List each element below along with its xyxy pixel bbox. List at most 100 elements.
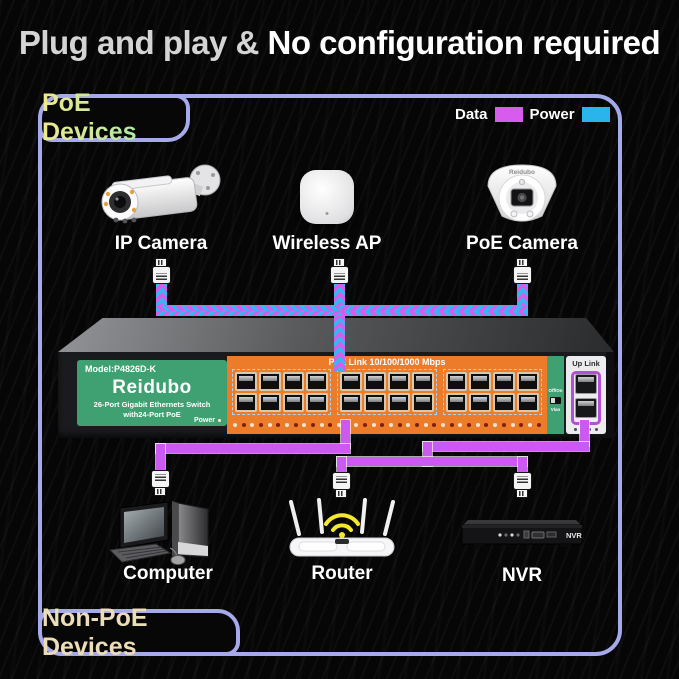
plug-body <box>150 470 170 488</box>
poe-devices-tab: PoE Devices <box>38 89 190 146</box>
port-led <box>536 423 541 427</box>
port-led <box>432 423 437 427</box>
rj45-port <box>258 393 281 412</box>
data-cable-uplink-run <box>423 442 589 451</box>
rj45-port <box>306 393 329 412</box>
poe-cable-ip-camera <box>156 284 167 312</box>
wireless-ap-label: Wireless AP <box>272 233 382 254</box>
legend-data-label: Data <box>455 106 488 123</box>
port-led <box>302 423 307 427</box>
vlan-toggle-panel: Off/On Vlan <box>547 356 564 434</box>
uplink-port-2 <box>575 398 597 418</box>
nvr-device-text: NVR <box>566 531 582 540</box>
wireless-ap-image <box>300 170 354 224</box>
port-led <box>501 423 506 427</box>
plug-body <box>151 266 171 284</box>
port-led <box>328 423 333 427</box>
router-label: Router <box>311 563 373 584</box>
port-led <box>415 423 420 427</box>
poe-cable-poe-camera <box>517 284 528 312</box>
rj45-port <box>469 372 492 391</box>
non-poe-devices-label: Non-PoE Devices <box>42 603 148 661</box>
port-led <box>484 423 489 427</box>
poe-camera-label: PoE Camera <box>466 233 578 254</box>
port-led <box>510 423 515 427</box>
router-image <box>289 498 395 557</box>
rj45-port <box>258 372 281 391</box>
ip-camera-label: IP Camera <box>114 233 208 254</box>
toggle-vlan-label: Vlan <box>550 407 561 413</box>
port-led <box>233 423 237 427</box>
title-part1: Plug and play & <box>18 24 268 61</box>
poe-camera-image: Reidubo <box>487 164 557 222</box>
port-led <box>493 423 498 427</box>
port-led <box>250 423 255 427</box>
plug-body <box>512 266 532 284</box>
legend-data-swatch <box>494 107 523 122</box>
rj45-port <box>282 372 305 391</box>
ip-camera-image <box>101 164 221 224</box>
rj45-port <box>364 393 386 412</box>
uplink-led <box>574 428 577 431</box>
port-led <box>293 423 298 427</box>
rj45-port <box>340 393 363 412</box>
port-led <box>267 423 272 427</box>
non-poe-devices-tab: Non-PoE Devices <box>38 604 240 661</box>
port-led <box>527 423 532 427</box>
computer-image <box>108 501 209 566</box>
port-led <box>519 423 524 427</box>
rj45-plug-wireless-ap <box>329 258 349 284</box>
diagram-border <box>38 94 622 656</box>
port-group-3 <box>442 369 542 415</box>
switch-desc-line1: 26-Port Gigabit Ethernets Switch <box>93 400 211 409</box>
port-led <box>311 423 316 427</box>
data-cable-router-drop <box>337 457 346 474</box>
rj45-port <box>445 393 468 412</box>
switch-desc-line2: with24-Port PoE <box>123 410 181 419</box>
port-led <box>276 423 281 427</box>
data-cable-switch-drop <box>341 420 350 448</box>
rj45-port <box>411 393 434 412</box>
data-cable-computer-drop <box>156 444 165 472</box>
plug-body <box>512 472 532 490</box>
poe-cable-bus-right <box>339 305 528 316</box>
poe-devices-label: PoE Devices <box>42 89 186 147</box>
computer-label: Computer <box>123 563 213 584</box>
rj45-port <box>493 372 516 391</box>
rj45-plug-computer <box>150 470 170 496</box>
rj45-port <box>306 372 329 391</box>
switch-port-panel: PoE Link 10/100/1000 Mbps <box>227 356 547 434</box>
port-led <box>337 423 342 427</box>
nvr-label: NVR <box>501 565 543 586</box>
plug-tip <box>154 487 166 496</box>
uplink-port-1 <box>575 374 597 394</box>
poe-camera-brand: Reidubo <box>509 169 535 176</box>
port-led <box>467 423 472 427</box>
page-title: Plug and play & No configuration require… <box>0 24 679 62</box>
port-led <box>380 423 385 427</box>
legend-power-swatch <box>581 107 610 122</box>
vlan-dip-switch <box>550 397 561 404</box>
uplink-label: Up Link <box>572 359 600 368</box>
port-led <box>389 423 394 427</box>
legend-power-label: Power <box>529 106 575 123</box>
data-cable-computer-run <box>156 444 350 453</box>
legend: Data Power <box>455 106 610 123</box>
data-cable-nvr-drop <box>518 457 527 474</box>
plug-tip <box>335 489 347 498</box>
rj45-port <box>445 372 468 391</box>
port-group-1 <box>232 369 332 415</box>
poe-cable-bus-left <box>156 305 340 316</box>
rj45-port <box>517 393 539 412</box>
title-part2: No configuration required <box>267 24 661 61</box>
rj45-plug-poe-camera <box>512 258 532 284</box>
port-group-2 <box>337 369 437 415</box>
rj45-port <box>411 372 434 391</box>
rj45-port <box>235 393 257 412</box>
rj45-port <box>517 372 539 391</box>
port-led <box>371 423 376 427</box>
switch-power-led-label: Power <box>194 417 221 424</box>
rj45-port <box>493 393 516 412</box>
port-led <box>458 423 463 427</box>
plug-tip <box>516 489 528 498</box>
